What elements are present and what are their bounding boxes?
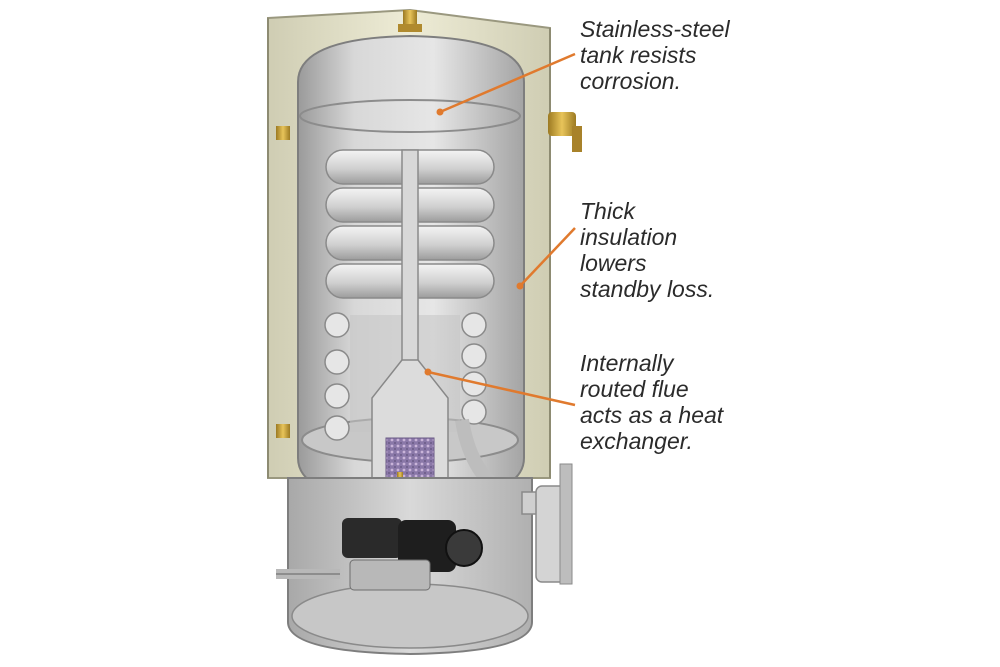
callout-tank-line-2: tank resists bbox=[580, 42, 697, 68]
burner-assembly bbox=[276, 518, 483, 591]
callout-tank-line-3: corrosion. bbox=[580, 68, 681, 94]
callout-insulation-line-3: lowers bbox=[580, 250, 647, 276]
callout-insulation-line-1: Thick bbox=[580, 198, 635, 224]
brass-valve bbox=[398, 10, 582, 152]
callout-insulation: Thick insulation lowers standby loss. bbox=[580, 198, 714, 302]
callout-tank-line-1: Stainless-steel bbox=[580, 16, 730, 42]
leader-dot-flue bbox=[424, 368, 432, 376]
callout-tank: Stainless-steel tank resists corrosion. bbox=[580, 16, 730, 94]
leader-dot-tank bbox=[436, 108, 444, 116]
callout-flue-line-1: Internally bbox=[580, 350, 674, 376]
callout-flue: Internally routed flue acts as a heat ex… bbox=[580, 350, 723, 454]
callout-flue-line-3: acts as a heat bbox=[580, 402, 724, 428]
exterior-piping bbox=[276, 126, 573, 585]
callout-flue-line-4: exchanger. bbox=[580, 428, 693, 454]
callout-insulation-line-4: standby loss. bbox=[580, 276, 715, 302]
leader-lines bbox=[424, 52, 576, 407]
callout-insulation-line-2: insulation bbox=[580, 224, 678, 250]
leader-line-flue bbox=[427, 370, 576, 407]
leader-line-tank bbox=[439, 52, 576, 114]
leader-dot-insulation bbox=[516, 282, 524, 290]
leader-line-insulation bbox=[519, 227, 576, 287]
callout-flue-line-2: routed flue bbox=[580, 376, 689, 402]
